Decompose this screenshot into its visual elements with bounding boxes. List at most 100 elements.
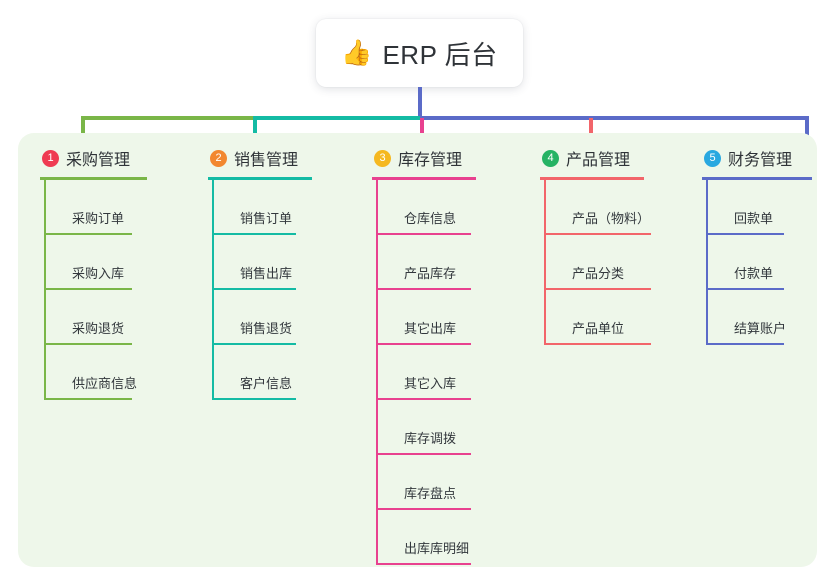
column-header-rule [208,177,312,180]
list-item-rule [44,343,132,345]
column-title: 销售管理 [234,152,299,169]
list-item-rule [212,233,296,235]
column-items-purchase-management: 采购订单采购入库采购退货供应商信息 [44,180,147,400]
list-item-rule [376,508,471,510]
list-item-rule [376,343,471,345]
list-item-rule [376,288,471,290]
column-spine [44,180,46,400]
list-item[interactable]: 采购订单 [44,180,147,235]
list-item[interactable]: 其它出库 [376,290,476,345]
list-item[interactable]: 采购退货 [44,290,147,345]
list-item-label: 供应商信息 [72,376,138,391]
connector-segment-1 [253,116,420,120]
list-item-label: 销售退货 [240,321,293,336]
list-item[interactable]: 产品（物料） [544,180,651,235]
column-header-inventory-management[interactable]: 3 库存管理 [372,147,476,169]
list-item[interactable]: 产品单位 [544,290,651,345]
column-title: 财务管理 [728,152,793,169]
list-item-label: 结算账户 [734,321,787,336]
list-item-label: 付款单 [734,266,774,281]
root-node-title: ERP 后台 [382,39,498,70]
column-header-rule [702,177,812,180]
list-item[interactable]: 产品分类 [544,235,651,290]
column-header-product-management[interactable]: 4 产品管理 [540,147,644,169]
list-item[interactable]: 销售出库 [212,235,312,290]
list-item-label: 产品库存 [404,266,457,281]
column-finance-management: 5 财务管理回款单付款单结算账户 [702,147,812,345]
column-spine [212,180,214,400]
list-item[interactable]: 供应商信息 [44,345,147,400]
column-items-finance-management: 回款单付款单结算账户 [706,180,812,345]
column-title: 采购管理 [66,152,131,169]
list-item-label: 出库库明细 [404,541,470,556]
column-inventory-management: 3 库存管理仓库信息产品库存其它出库其它入库库存调拨库存盘点出库库明细 [372,147,476,565]
root-connector-stem [418,87,422,118]
column-sales-management: 2 销售管理销售订单销售出库销售退货客户信息 [208,147,312,400]
connector-segment-2 [420,116,809,120]
list-item-label: 其它出库 [404,321,457,336]
list-item-rule [44,233,132,235]
column-spine [706,180,708,345]
list-item-label: 库存调拨 [404,431,457,446]
column-purchase-management: 1 采购管理采购订单采购入库采购退货供应商信息 [40,147,147,400]
list-item-rule [376,453,471,455]
connector-segment-0 [81,116,253,120]
list-item-rule [544,288,651,290]
column-spine [544,180,546,345]
list-item[interactable]: 客户信息 [212,345,312,400]
column-title: 库存管理 [398,152,463,169]
list-item-rule [212,288,296,290]
list-item-rule [706,288,784,290]
list-item-rule [44,398,132,400]
list-item-rule [706,233,784,235]
list-item-label: 产品单位 [572,321,625,336]
list-item-label: 产品（物料） [572,211,651,226]
list-item-label: 销售出库 [240,266,293,281]
list-item[interactable]: 其它入库 [376,345,476,400]
list-item-label: 采购退货 [72,321,125,336]
list-item[interactable]: 采购入库 [44,235,147,290]
column-header-sales-management[interactable]: 2 销售管理 [208,147,312,169]
column-product-management: 4 产品管理产品（物料） 产品分类产品单位 [540,147,651,345]
column-spine [376,180,378,565]
list-item-rule [706,343,784,345]
list-item[interactable]: 销售订单 [212,180,312,235]
column-index-badge: 1 [42,149,59,167]
list-item-label: 仓库信息 [404,211,457,226]
branches-panel [18,133,817,567]
list-item-rule [376,398,471,400]
list-item-rule [44,288,132,290]
column-index-badge: 5 [704,149,721,167]
list-item[interactable]: 仓库信息 [376,180,476,235]
list-item[interactable]: 付款单 [706,235,812,290]
thumbs-up-icon: 👍 [341,38,373,67]
list-item-label: 其它入库 [404,376,457,391]
list-item-label: 库存盘点 [404,486,457,501]
list-item[interactable]: 库存盘点 [376,455,476,510]
root-node-card[interactable]: 👍 ERP 后台 [316,19,523,87]
list-item[interactable]: 回款单 [706,180,812,235]
column-index-badge: 2 [210,149,227,167]
column-index-badge: 3 [374,149,391,167]
list-item[interactable]: 产品库存 [376,235,476,290]
list-item[interactable]: 结算账户 [706,290,812,345]
list-item-rule [376,563,471,565]
column-header-finance-management[interactable]: 5 财务管理 [702,147,812,169]
column-header-rule [372,177,476,180]
list-item[interactable]: 出库库明细 [376,510,476,565]
column-header-purchase-management[interactable]: 1 采购管理 [40,147,147,169]
list-item-label: 客户信息 [240,376,293,391]
list-item-label: 采购入库 [72,266,125,281]
list-item-rule [212,398,296,400]
list-item-label: 产品分类 [572,266,625,281]
list-item-rule [212,343,296,345]
column-header-rule [40,177,147,180]
list-item[interactable]: 库存调拨 [376,400,476,455]
column-index-badge: 4 [542,149,559,167]
list-item-rule [376,233,471,235]
list-item[interactable]: 销售退货 [212,290,312,345]
list-item-label: 采购订单 [72,211,125,226]
list-item-rule [544,343,651,345]
column-title: 产品管理 [566,152,631,169]
